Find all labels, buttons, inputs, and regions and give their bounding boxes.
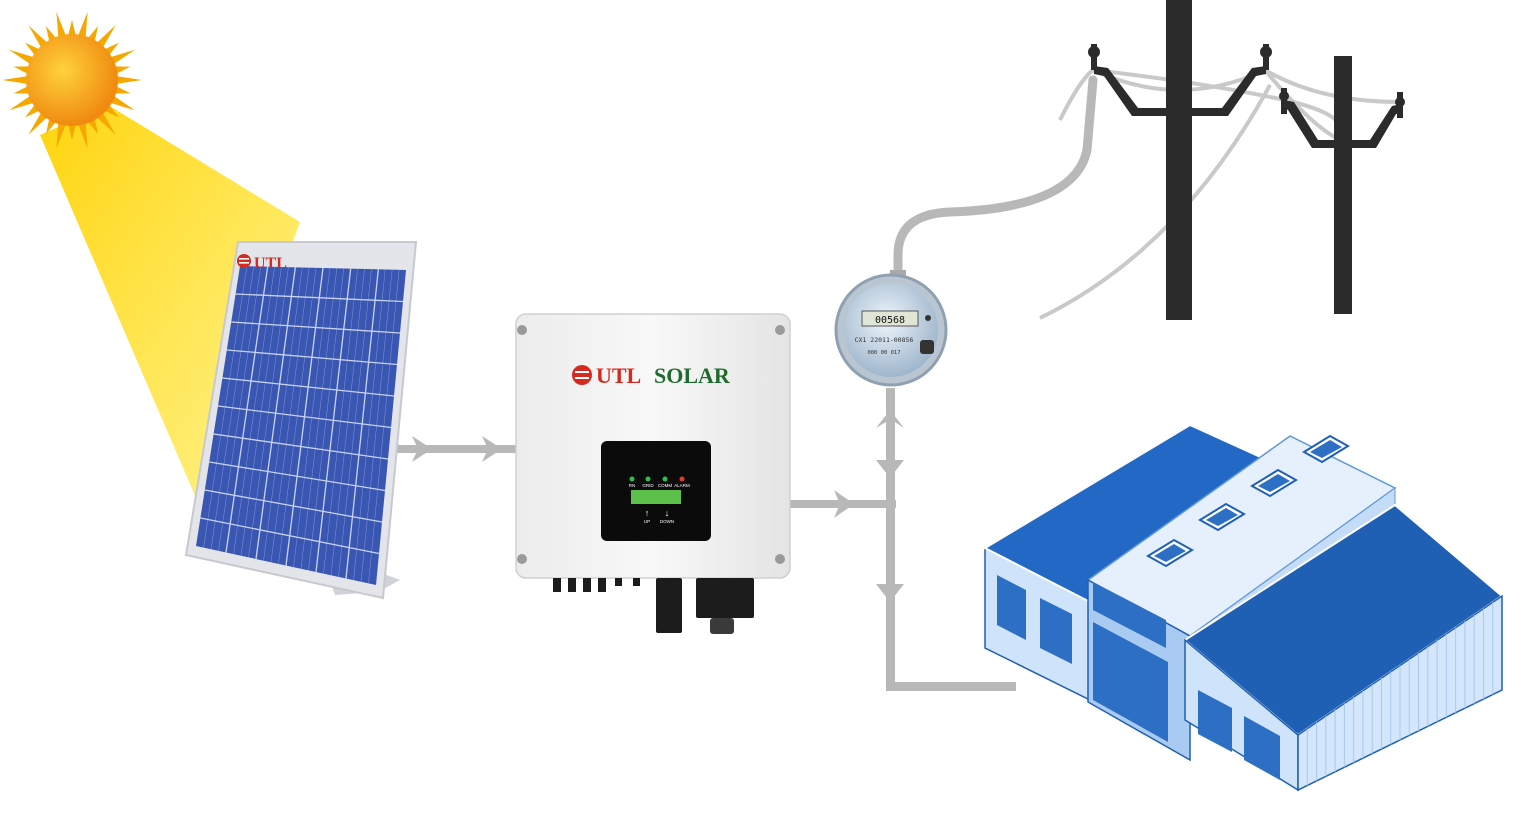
screw-icon bbox=[775, 554, 785, 564]
energy-meter: 00568 CX1 22011-00856 000 00 017 bbox=[834, 270, 948, 387]
inverter: UTL SOLAR RN GRID COMM ALARM ↑ ↓ UP DOWN bbox=[515, 313, 791, 634]
meter-serial: CX1 22011-00856 bbox=[855, 336, 914, 344]
screw-icon bbox=[775, 325, 785, 335]
screw-icon bbox=[517, 325, 527, 335]
led-label: RN bbox=[629, 483, 636, 488]
arrow-right-icon bbox=[412, 436, 432, 462]
sun-icon bbox=[2, 11, 142, 149]
arrow-down-icon bbox=[876, 584, 904, 602]
led-label: GRID bbox=[642, 483, 654, 488]
inverter-control-panel: RN GRID COMM ALARM ↑ ↓ UP DOWN bbox=[601, 441, 711, 541]
up-arrow-icon[interactable]: ↑ bbox=[645, 508, 650, 518]
solar-panel: UTL bbox=[184, 241, 418, 600]
grid-wire bbox=[893, 75, 1098, 285]
meter-port-icon bbox=[920, 340, 934, 354]
down-button-label: DOWN bbox=[660, 519, 674, 524]
arrow-right-icon bbox=[482, 436, 502, 462]
down-arrow-icon[interactable]: ↓ bbox=[665, 508, 670, 518]
inverter-brand-solar: SOLAR bbox=[654, 363, 731, 388]
led-icon bbox=[679, 476, 685, 482]
screw-icon bbox=[517, 554, 527, 564]
led-label: ALARM bbox=[674, 483, 690, 488]
inverter-lcd bbox=[631, 490, 681, 504]
utl-logo-icon bbox=[572, 365, 592, 385]
dc-wire bbox=[386, 436, 518, 462]
svg-text:UTL SOLAR: UTL SOLAR bbox=[596, 363, 731, 388]
arrow-right-icon bbox=[834, 490, 854, 518]
inverter-brand-logo: UTL SOLAR bbox=[572, 363, 731, 388]
panel-brand: UTL bbox=[254, 255, 287, 272]
meter-reading: 00568 bbox=[875, 315, 905, 326]
meter-code: 000 00 017 bbox=[867, 350, 900, 356]
ac-wire bbox=[790, 388, 1016, 691]
utility-pole-large bbox=[1088, 0, 1272, 320]
utl-logo-icon bbox=[237, 254, 251, 268]
meter-led-icon bbox=[925, 315, 931, 321]
inverter-connectors bbox=[553, 578, 754, 634]
sunbeam bbox=[40, 105, 300, 498]
led-icon bbox=[645, 476, 651, 482]
panel-brand-logo: UTL bbox=[237, 254, 287, 272]
led-icon bbox=[662, 476, 668, 482]
warehouse-building bbox=[982, 423, 1504, 792]
arrow-up-icon bbox=[876, 410, 904, 428]
inverter-brand-utl: UTL bbox=[596, 363, 641, 388]
utility-pole-small bbox=[1279, 56, 1405, 314]
up-button-label: UP bbox=[644, 519, 650, 524]
led-icon bbox=[629, 476, 635, 482]
led-label: COMM bbox=[658, 483, 672, 488]
arrow-down-icon bbox=[876, 460, 904, 478]
